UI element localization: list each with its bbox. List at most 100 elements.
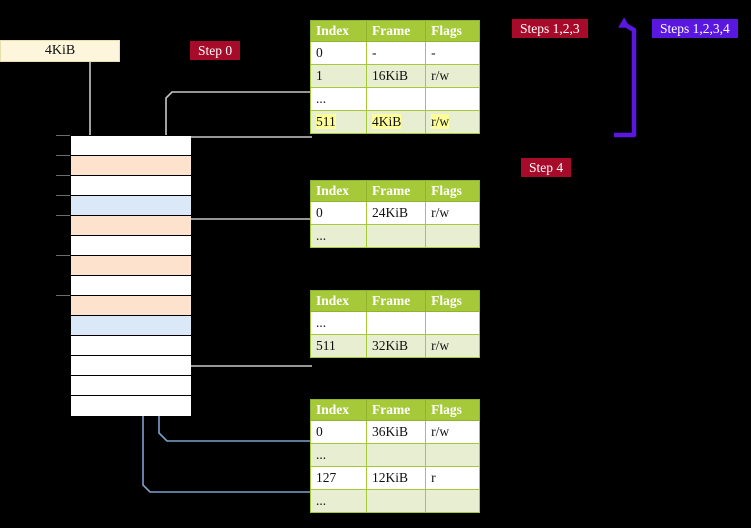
highlighted-value: r/w: [431, 114, 450, 129]
table-header-flags: Flags: [425, 20, 480, 42]
badge-steps-1234: Steps 1,2,3,4: [652, 19, 738, 38]
wire-table2-to-memory: [178, 218, 312, 262]
highlighted-value: 4KiB: [372, 114, 402, 129]
table-cell: r/w: [425, 110, 480, 134]
memory-row: [71, 296, 191, 316]
table-cell: ...: [310, 224, 367, 248]
memory-row: [71, 356, 191, 376]
table-cell: [425, 443, 480, 467]
table-header-index: Index: [310, 20, 367, 42]
table-cell: 0: [310, 420, 367, 444]
table-header-flags: Flags: [425, 290, 480, 312]
table-cell: ...: [310, 311, 367, 335]
table-cell: [365, 224, 427, 248]
purple-return-arrow: [614, 17, 637, 138]
table-header-frame: Frame: [365, 399, 427, 421]
badge-step-0: Step 0: [190, 41, 241, 60]
table-cell: 511: [310, 110, 367, 134]
table-cell: r/w: [425, 64, 480, 88]
table-cell: 12KiB: [365, 466, 427, 490]
wire-table1-to-memory: [175, 136, 312, 200]
physical-memory-column: [70, 135, 191, 416]
badge-step-0-label: Step 0: [198, 43, 233, 58]
table-cell: r: [425, 466, 480, 490]
table-cell: [365, 489, 427, 513]
table-row: 511 4KiB r/w: [310, 110, 480, 134]
table-cell: 0: [310, 41, 367, 65]
wire-table3-to-memory: [172, 311, 312, 367]
highlighted-value: 511: [316, 114, 336, 129]
memory-row: [71, 336, 191, 356]
table-header-index: Index: [310, 180, 367, 202]
table-cell: ...: [310, 87, 367, 111]
table-cell: 24KiB: [365, 201, 427, 225]
memory-row: [71, 216, 191, 236]
source-frame-label: 4KiB: [44, 43, 76, 58]
table-cell: -: [425, 41, 480, 65]
table-header-frame: Frame: [365, 20, 427, 42]
table-header-index: Index: [310, 399, 367, 421]
table-cell: [425, 224, 480, 248]
table-header-index: Index: [310, 290, 367, 312]
memory-row: [71, 196, 191, 216]
table-cell: -: [365, 41, 427, 65]
table-cell: 4KiB: [365, 110, 427, 134]
table-cell: 1: [310, 64, 367, 88]
table-cell: r/w: [425, 420, 480, 444]
memory-tick: [56, 195, 70, 196]
table-cell: ...: [310, 443, 367, 467]
table-cell: 127: [310, 466, 367, 490]
table-cell: r/w: [425, 201, 480, 225]
table-row: 0--: [310, 41, 480, 65]
table-header-frame: Frame: [365, 180, 427, 202]
table-cell: [425, 311, 480, 335]
badge-steps-123: Steps 1,2,3: [512, 19, 588, 38]
table-cell: [425, 489, 480, 513]
memory-tick: [56, 215, 70, 216]
table-header-flags: Flags: [425, 399, 480, 421]
memory-row: [71, 156, 191, 176]
table-row: ...: [310, 443, 480, 467]
memory-row: [71, 136, 191, 156]
memory-row: [71, 176, 191, 196]
table-cell: 511: [310, 334, 367, 358]
table-cell: 32KiB: [365, 334, 427, 358]
table-cell: 0: [310, 201, 367, 225]
table-row: ...: [310, 489, 480, 513]
table-row: ...: [310, 311, 480, 335]
memory-tick: [56, 255, 70, 256]
memory-row: [71, 236, 191, 256]
table-cell: [365, 87, 427, 111]
memory-row: [71, 316, 191, 336]
memory-row: [71, 396, 191, 416]
memory-tick: [56, 155, 70, 156]
memory-tick: [56, 295, 70, 296]
memory-tick: [56, 175, 70, 176]
table-cell: [365, 311, 427, 335]
table-header-frame: Frame: [365, 290, 427, 312]
table-cell: [365, 443, 427, 467]
table-cell: ...: [310, 489, 367, 513]
table-cell: r/w: [425, 334, 480, 358]
table-header-flags: Flags: [425, 180, 480, 202]
memory-row: [71, 276, 191, 296]
memory-row: [71, 256, 191, 276]
source-frame-box: 4KiB: [0, 40, 120, 62]
table-cell: 36KiB: [365, 420, 427, 444]
table-row: ...: [310, 87, 480, 111]
table-cell: [425, 87, 480, 111]
badge-step-4: Step 4: [521, 158, 572, 177]
badge-steps-1234-label: Steps 1,2,3,4: [660, 21, 730, 36]
table-row: ...: [310, 224, 480, 248]
table-cell: 16KiB: [365, 64, 427, 88]
